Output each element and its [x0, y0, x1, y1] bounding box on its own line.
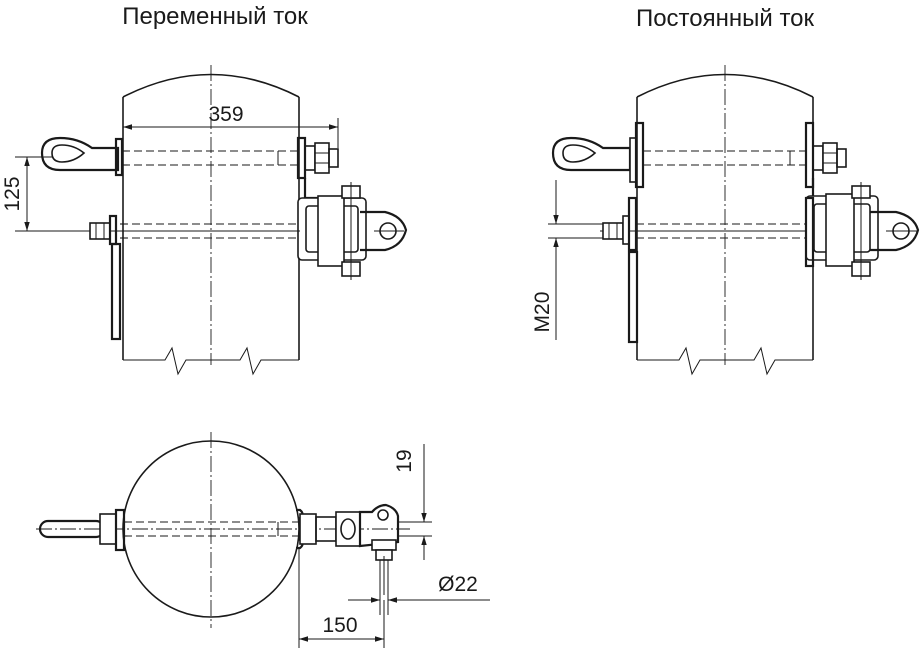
dim-150-label: 150: [322, 614, 357, 637]
pole-break-line: [637, 346, 813, 376]
insulating-plate: [634, 121, 645, 189]
washer-plate: [114, 137, 124, 177]
lower-nut: [89, 222, 111, 240]
title-dc: Постоянный ток: [636, 5, 815, 32]
ac-front-view: 359 125: [1, 65, 408, 376]
clevis-ear: [870, 210, 920, 252]
dim-d22-label: Ø22: [438, 573, 478, 596]
clevis-ear: [360, 210, 408, 252]
lower-plate: [110, 242, 122, 341]
dim-m20-label: M20: [531, 292, 554, 333]
nut: [314, 142, 330, 174]
dc-front-view: M20: [531, 65, 920, 376]
dim-125-label: 125: [1, 176, 24, 211]
eye-bolt-head: [551, 136, 632, 172]
clevis-plan: [358, 503, 400, 548]
nut: [822, 142, 838, 174]
pole-break-line: [123, 346, 299, 376]
plan-view: 19 Ø22 150: [36, 432, 490, 648]
lower-nut: [602, 222, 624, 240]
title-ac: Переменный ток: [122, 3, 308, 30]
eye-bolt-head: [40, 136, 120, 172]
lower-plate: [627, 250, 639, 344]
clevis-nut-plan: [371, 539, 397, 551]
dim-359-label: 359: [208, 103, 243, 126]
dim-19-label: 19: [393, 449, 416, 472]
